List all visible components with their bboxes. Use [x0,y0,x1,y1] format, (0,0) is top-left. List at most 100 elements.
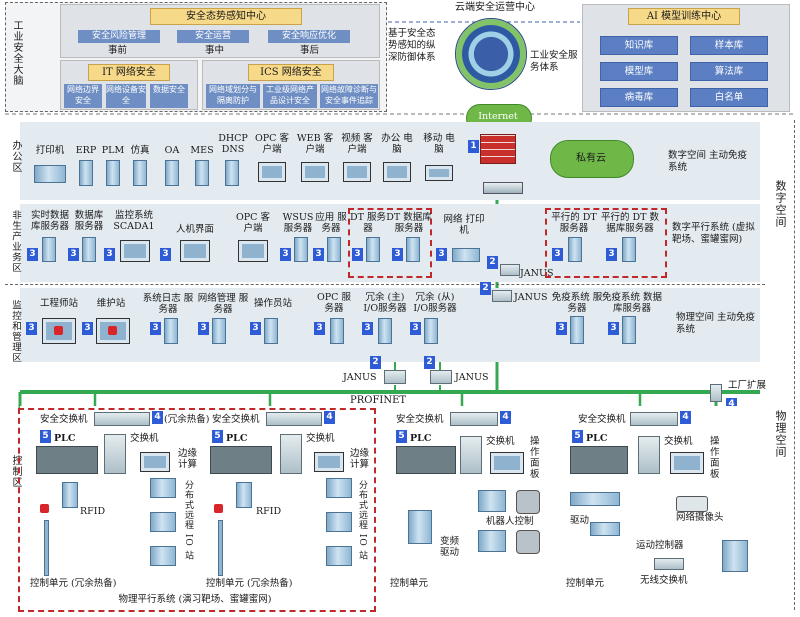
cloud-ops-title: 云端安全运营中心 [455,2,535,13]
u4-exchange-icon [638,436,660,474]
u1-io-station-c [150,546,176,566]
video-client-monitor-icon [343,162,371,182]
parallel-dt-badge: 3 [552,248,563,261]
ics-item-product: 工业级网络产品设计安全 [263,84,317,108]
private-cloud-label: 私有云 [576,153,606,164]
u3-plc-label: PLC [410,433,432,444]
phase-after: 事后 [300,45,320,56]
factory-ext-label: 工厂扩展 [728,380,767,391]
control-zone-label: 控制区 [10,455,21,488]
ai-whitelist: 白名单 [690,88,768,107]
office-plm-label: PLM [101,145,125,156]
u3-vfd-icon [408,510,432,544]
net-printer-label: 网络 打印机 [443,214,485,236]
office-printer-label: 打印机 [35,145,65,156]
rtdb-label: 实时数据 库服务器 [30,210,69,232]
io-main-label: 冗余 (主) I/O服务器 [363,292,407,314]
opc-client2-label: OPC 客户端 [236,212,270,234]
u4-panel-label: 操作面板 [710,436,720,480]
opc-client2-monitor-icon [238,240,268,262]
physical-parallel-label: 物理平行系统 (演习靶场、蜜罐蜜网) [118,594,272,605]
control-zone [20,406,760,612]
situation-center-title: 安全态势感知中心 [150,8,302,25]
ai-model-base: 模型库 [600,62,678,81]
janus-badge-2c: 2 [370,356,381,369]
office-dhcp-label: DHCP DNS [218,133,248,155]
office-mobile-label: 移动 电脑 [423,133,455,155]
u4-camera-icon [676,496,708,512]
app-server-icon [327,237,341,262]
security-ops-chip: 安全运营 [177,30,249,43]
db-server-badge: 3 [68,248,79,261]
phase-during: 事中 [205,45,225,56]
u1-dist-io-label: 分布式远程 IO 站 [183,480,193,561]
private-cloud-icon [550,140,634,178]
io-backup-label: 冗余 (从) I/O服务器 [413,292,457,314]
u2-switch-label: 安全交换机 [212,414,260,425]
office-web-client-label: WEB 客户端 [296,133,334,155]
u2-io-station-b [326,512,352,532]
parallel-dt-server-icon [568,237,582,262]
dhcp-server-icon [225,160,239,186]
it-item-data: 数据安全 [150,84,188,108]
immune-server-badge: 3 [556,322,567,335]
netmgmt-badge: 3 [198,322,209,335]
maintenance-label: 维护站 [96,298,126,309]
db-server-icon [82,237,96,262]
immune-server-icon [570,316,584,344]
u4-unit-label: 控制单元 [566,578,605,589]
opc-server-badge: 3 [314,322,325,335]
engineer-laptop-icon [42,318,76,344]
u3-plc-badge: 5 [396,430,407,443]
u3-exchange-icon [460,436,482,474]
physical-space-label: 物理空间 [774,410,787,458]
u2-exchange-label: 交换机 [306,433,335,444]
app-server-badge: 3 [313,248,324,261]
u2-lock-icon [214,504,223,513]
immune-db-server-icon [622,316,636,344]
net-printer-badge: 3 [436,248,447,261]
service-text: 工业安全服务体系 [530,50,578,73]
ai-sample-base: 样本库 [690,36,768,55]
u4-plc-label: PLC [586,433,608,444]
ics-item-trace: 网络故障诊断与安全事件追踪 [320,84,378,108]
digital-space-label: 数字空间 [774,180,787,228]
u2-switch-badge: 4 [324,411,335,424]
u4-plc-rack [570,446,628,474]
ai-center-title: AI 模型训练中心 [628,8,740,25]
physical-parallel-group [18,408,376,612]
monitor-zone-label: 监控和管理区 [10,300,21,363]
u2-io-station-c [326,546,352,566]
io-backup-server-icon [424,318,438,344]
u1-edge-label: 边缘 计算 [178,448,198,470]
u3-robot-label: 机器人控制 [486,516,534,527]
oa-server-icon [165,160,179,186]
janus-badge-2a: 2 [487,256,498,269]
u2-io-column [218,520,223,576]
office-video-client-label: 视频 客户端 [341,133,373,155]
u3-secure-switch [450,412,498,426]
u3-panel-label: 操作面板 [530,436,540,480]
firewall-icon [480,134,516,164]
rtdb-badge: 3 [27,248,38,261]
ics-security-title: ICS 网络安全 [248,64,334,81]
response-opt-chip: 安全响应优化 [268,30,350,43]
engineer-lock-icon [54,326,63,335]
parallel-dt-db-server-icon [622,237,636,262]
u1-rfid-reader-icon [62,482,78,508]
u3-switch-badge: 4 [500,411,511,424]
syslog-server-icon [164,318,178,344]
u4-motion-ctrl-icon [722,540,748,572]
u2-edge-monitor [314,452,344,472]
dt-server-label: DT 服务器 [350,212,386,234]
net-printer-icon [452,248,480,262]
parallel-dt-label: 平行的 DT 服务器 [551,212,597,234]
u4-wireless-label: 无线交换机 [640,575,688,586]
netmgmt-label: 网络管理 服务器 [197,293,249,315]
mobile-laptop-icon [425,165,453,181]
monitor-note: 物理空间 主动免疫系统 [676,312,756,335]
web-client-monitor-icon [301,162,329,182]
u1-redundant-label: (冗余热备) [164,414,210,425]
u1-exchange-label: 交换机 [130,433,159,444]
syslog-label: 系统日志 服务器 [142,293,194,315]
